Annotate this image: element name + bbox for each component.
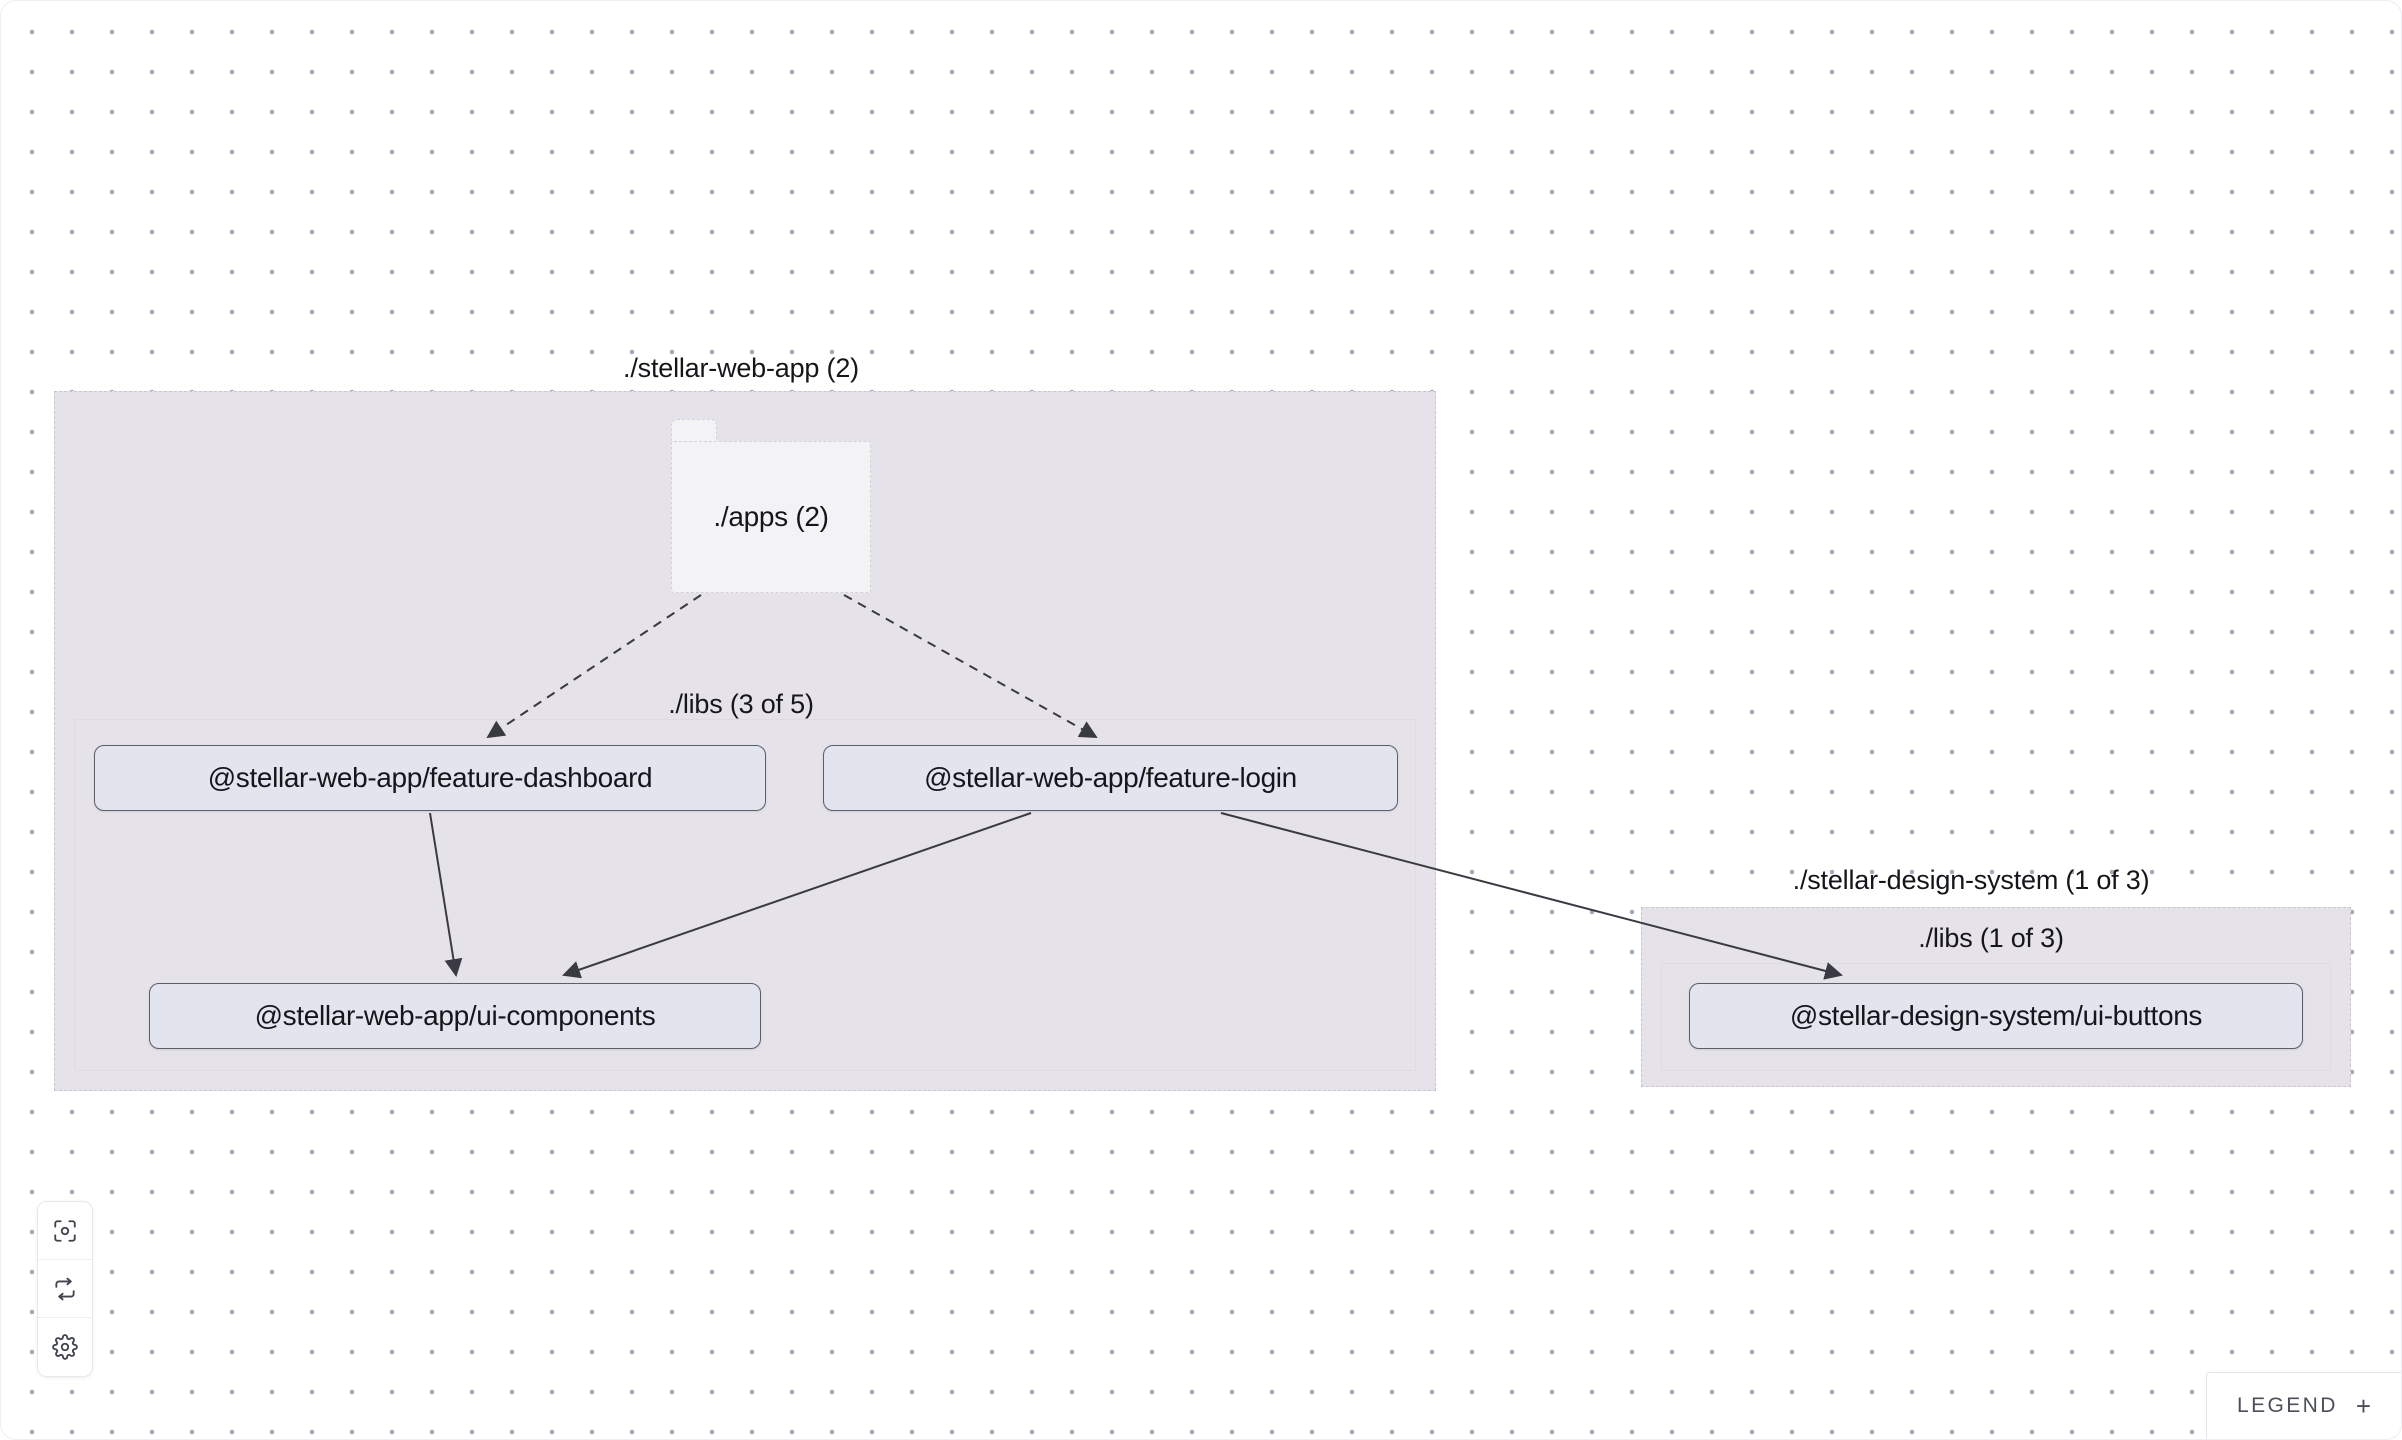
graph-control-stack[interactable] xyxy=(37,1201,93,1377)
project-node-label: @stellar-web-app/ui-components xyxy=(254,1000,656,1031)
project-node-ui-components[interactable]: @stellar-web-app/ui-components xyxy=(149,983,761,1049)
project-node-feature-login[interactable]: @stellar-web-app/feature-login xyxy=(823,745,1398,811)
folder-node-apps[interactable]: ./apps (2) xyxy=(671,419,871,593)
focus-target-icon xyxy=(52,1218,78,1244)
project-node-ui-buttons[interactable]: @stellar-design-system/ui-buttons xyxy=(1689,983,2303,1049)
legend-label: LEGEND xyxy=(2237,1394,2338,1417)
subgroup-box-stellar-design-system-libs[interactable] xyxy=(1661,963,2331,1071)
group-label-stellar-design-system: ./stellar-design-system (1 of 3) xyxy=(1792,865,2150,895)
project-node-feature-dashboard[interactable]: @stellar-web-app/feature-dashboard xyxy=(94,745,766,811)
gear-icon xyxy=(52,1334,78,1360)
project-node-label: @stellar-web-app/feature-dashboard xyxy=(207,762,653,793)
legend-expand-icon[interactable]: + xyxy=(2355,1391,2371,1421)
project-node-label: @stellar-design-system/ui-buttons xyxy=(1789,1000,2203,1031)
folder-body xyxy=(671,441,871,593)
refresh-graph-button[interactable] xyxy=(38,1260,92,1318)
folder-tab-icon xyxy=(671,419,717,446)
project-node-label: @stellar-web-app/feature-login xyxy=(924,762,1297,793)
refresh-icon xyxy=(52,1276,78,1302)
subgroup-label-stellar-web-app-libs: ./libs (3 of 5) xyxy=(668,689,814,719)
graph-settings-button[interactable] xyxy=(38,1318,92,1376)
focus-graph-button[interactable] xyxy=(38,1202,92,1260)
subgroup-label-stellar-design-system-libs: ./libs (1 of 3) xyxy=(1918,923,2064,953)
legend-panel[interactable]: LEGEND + xyxy=(2206,1372,2401,1439)
group-label-stellar-web-app: ./stellar-web-app (2) xyxy=(623,353,859,383)
folder-node-label: ./apps (2) xyxy=(713,501,829,532)
